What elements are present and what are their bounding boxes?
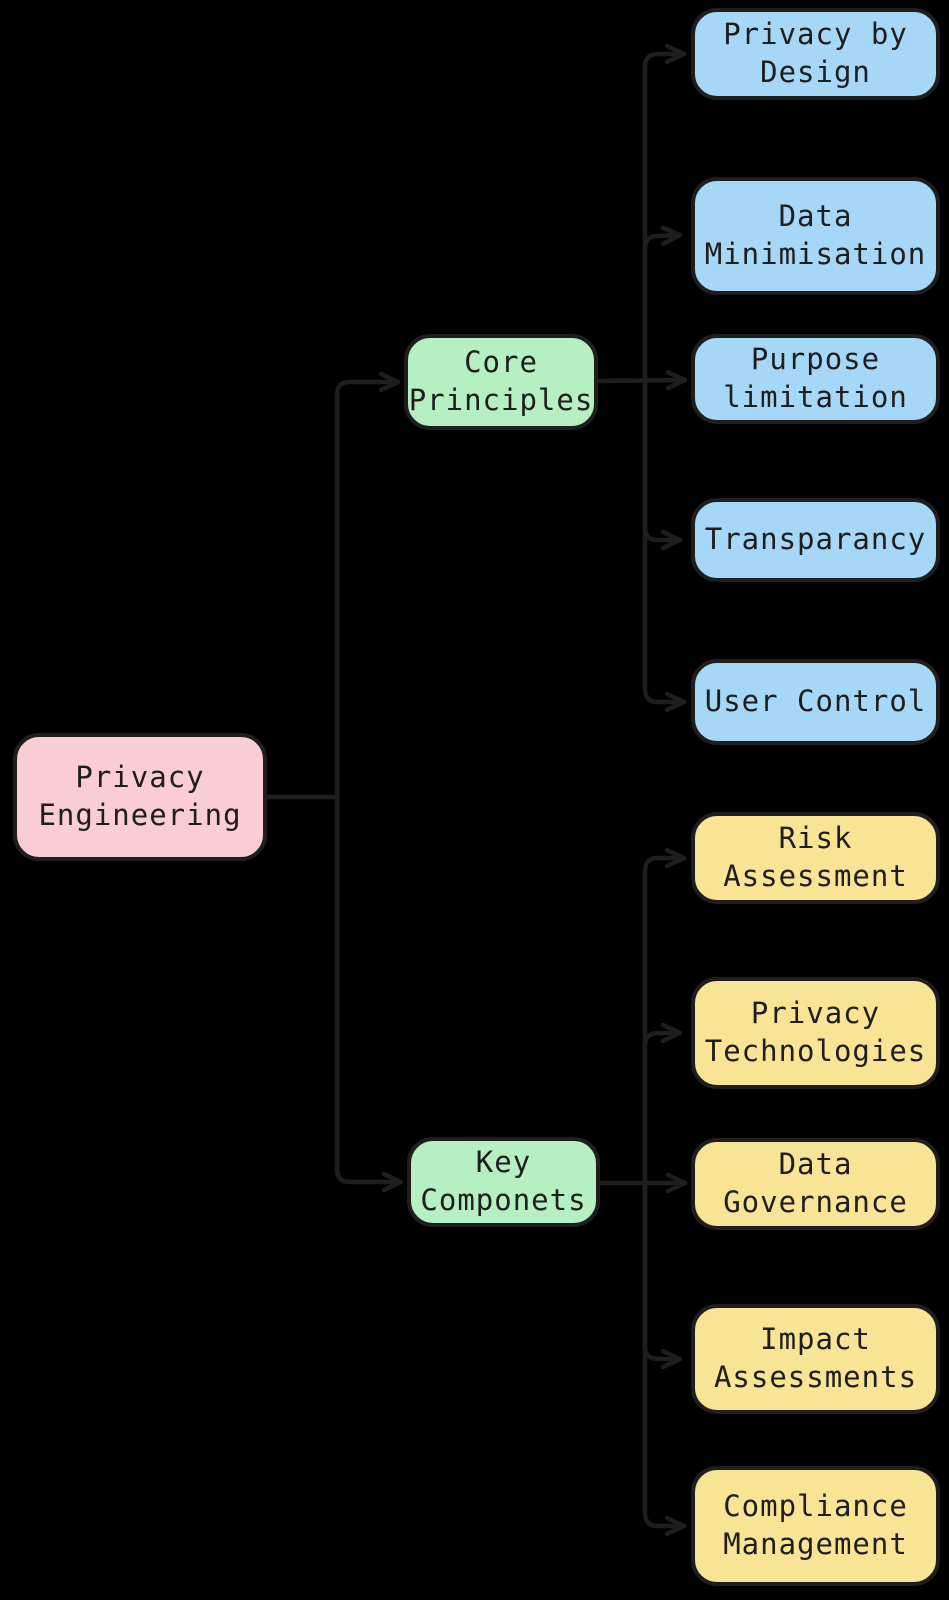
node-key-componets: Key Componets — [407, 1137, 600, 1227]
node-privacy-technologies: Privacy Technologies — [691, 977, 940, 1089]
node-purpose-limitation: Purpose limitation — [691, 334, 940, 424]
edge-core-principles-transparancy — [642, 378, 683, 551]
node-compliance-management: Compliance Management — [691, 1466, 940, 1586]
edge-privacy-engineering-key-componets — [334, 794, 404, 1193]
edge-key-componets-risk-assessment — [642, 847, 687, 1185]
edge-privacy-engineering-core-principles — [334, 371, 401, 800]
node-risk-assessment: Risk Assessment — [691, 812, 940, 904]
node-impact-assessments: Impact Assessments — [691, 1304, 940, 1414]
edge-core-principles-data-minimisation — [642, 225, 683, 252]
edge-key-componets-privacy-technologies — [642, 1022, 683, 1049]
edge-core-principles-user-control — [642, 378, 687, 713]
edge-core-principles-privacy-by-design — [642, 43, 687, 384]
node-privacy-engineering: Privacy Engineering — [13, 733, 267, 861]
edge-key-componets-compliance-management — [642, 1179, 687, 1537]
edge-key-componets-impact-assessments — [642, 1179, 683, 1370]
node-core-principles: Core Principles — [404, 334, 598, 430]
edge-core-principles-purpose-limitation — [595, 369, 688, 391]
node-data-governance: Data Governance — [691, 1138, 940, 1230]
node-data-minimisation: Data Minimisation — [691, 177, 940, 295]
node-privacy-by-design: Privacy by Design — [691, 8, 940, 100]
node-user-control: User Control — [691, 659, 940, 745]
node-transparancy: Transparancy — [691, 498, 940, 582]
